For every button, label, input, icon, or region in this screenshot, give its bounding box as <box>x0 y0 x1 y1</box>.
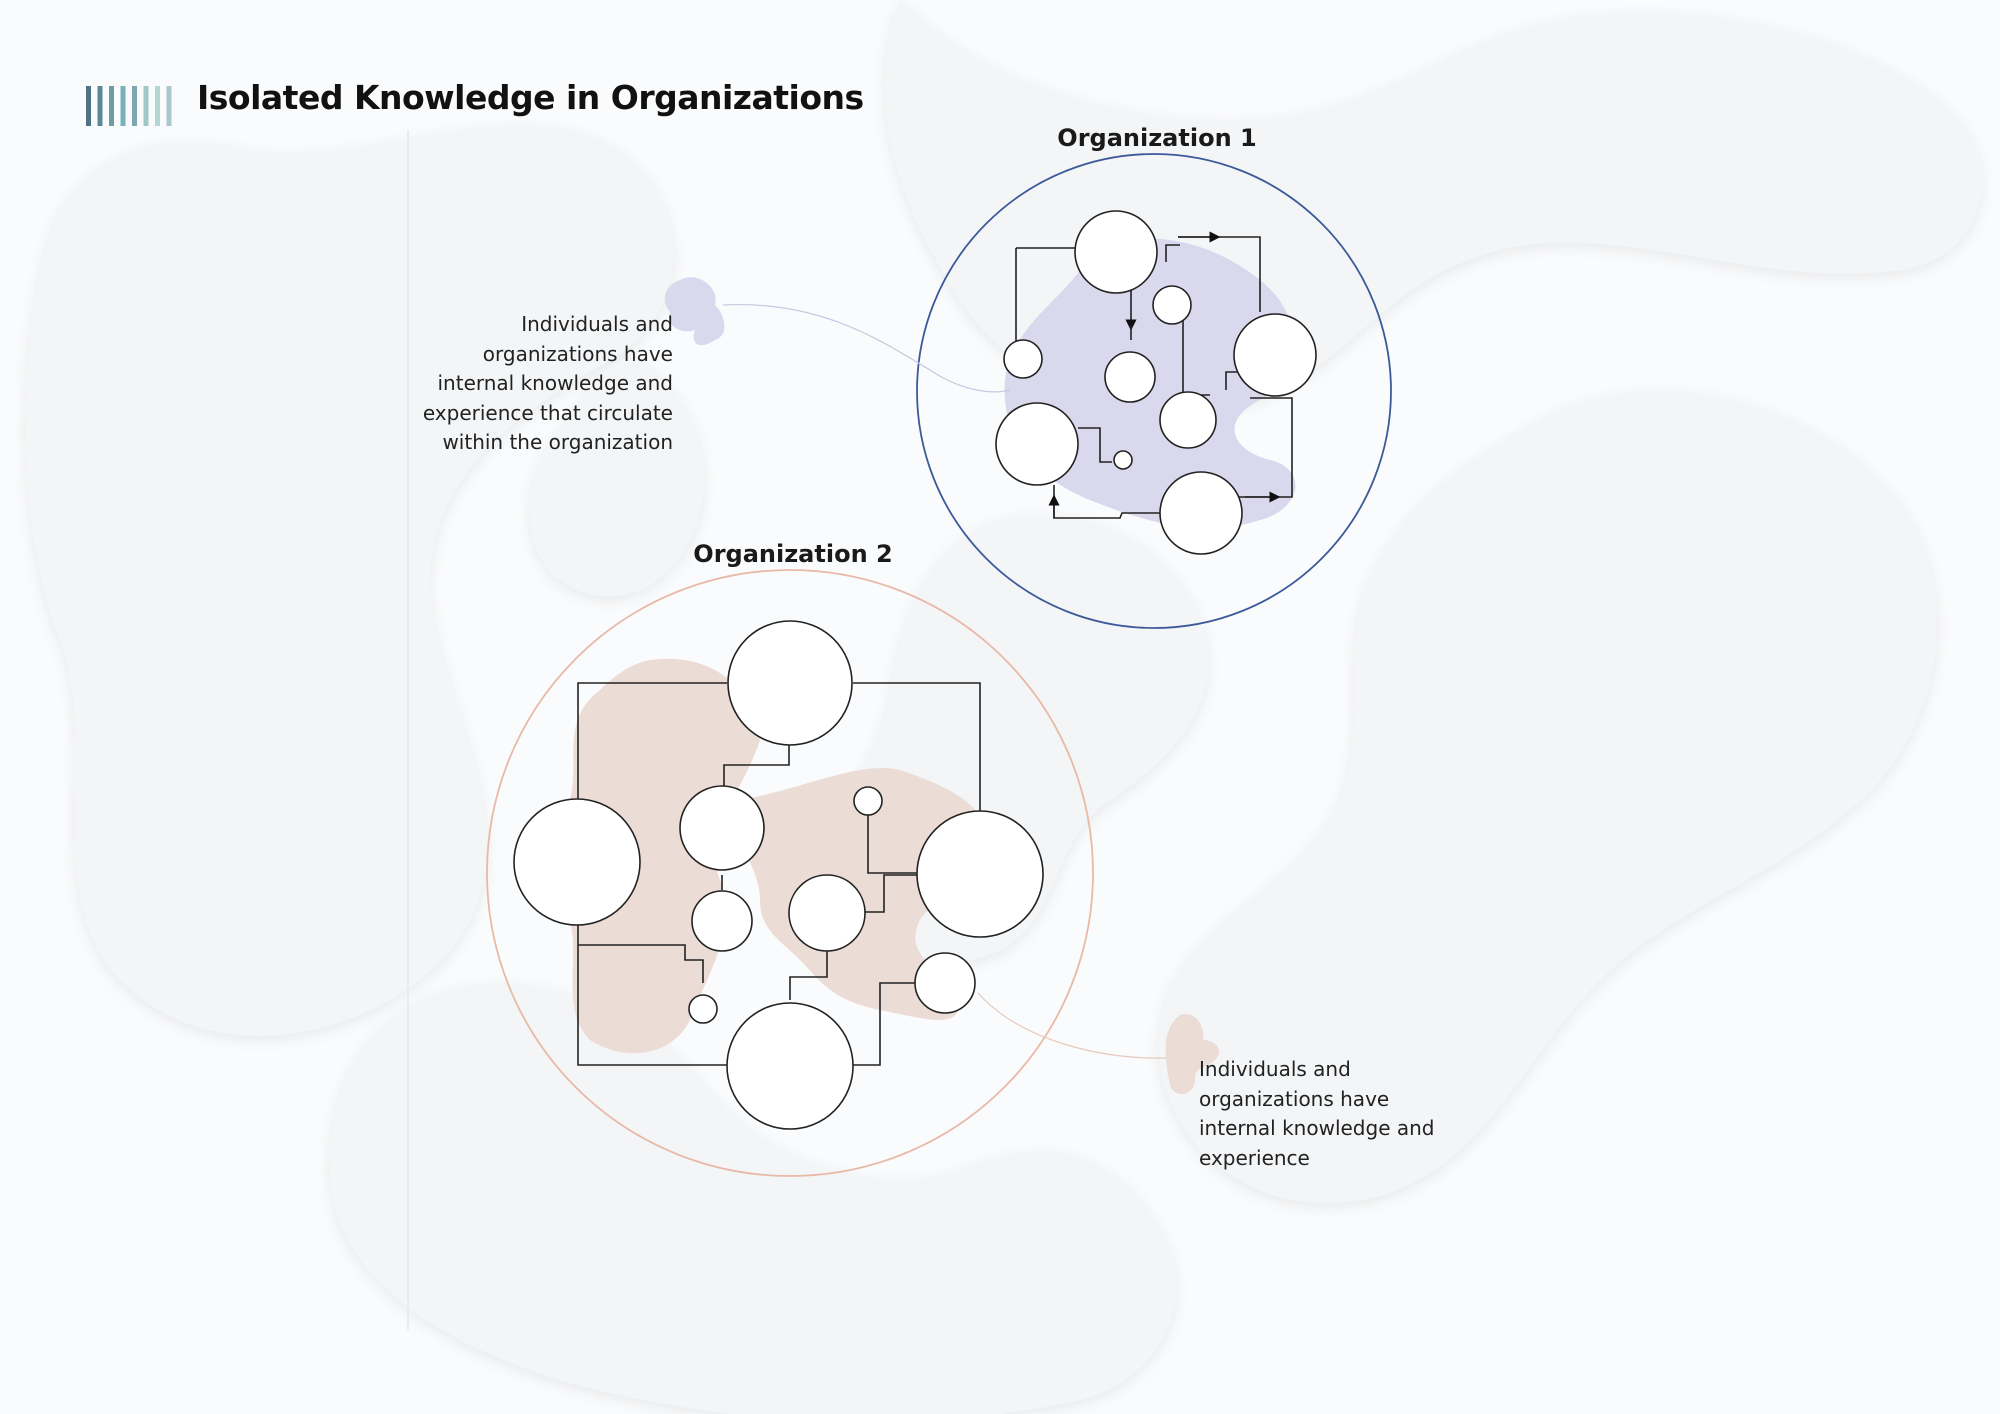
logo-bar <box>97 86 103 126</box>
org2-nodes <box>513 620 1044 1130</box>
org2-annotation-line: internal knowledge and <box>1199 1116 1435 1140</box>
org1-label: Organization 1 <box>1057 124 1257 152</box>
org1-annotation-line: Individuals and <box>521 312 673 336</box>
node-circle <box>916 810 1044 938</box>
organization-2-diagram <box>486 569 1220 1177</box>
logo-bars-icon <box>86 86 172 126</box>
node-circle <box>726 1002 854 1130</box>
logo-bar <box>86 86 91 126</box>
org1-annotation-line: experience that circulate <box>422 400 673 425</box>
organization-1-diagram <box>664 153 1392 629</box>
org2-callout-blob <box>1165 1014 1220 1095</box>
node-circle <box>853 786 883 816</box>
logo-bar <box>120 86 126 126</box>
org2-annotation-line: Individuals and <box>1199 1057 1351 1081</box>
node-circle <box>1003 339 1043 379</box>
logo-bar <box>109 86 114 126</box>
org2-annotation: Individuals and organizations have inter… <box>1199 1055 1499 1173</box>
logo-bar <box>155 86 160 126</box>
org2-label: Organization 2 <box>693 540 893 568</box>
node-circle <box>1159 471 1243 555</box>
node-circle <box>914 952 976 1014</box>
node-circle <box>688 994 718 1024</box>
org2-boundary-ring <box>486 569 1094 1177</box>
org1-annotation-line: within the organization <box>442 430 673 454</box>
node-circle <box>727 620 853 746</box>
org2-annotation-line: organizations have <box>1199 1086 1390 1111</box>
node-circle <box>1152 285 1192 325</box>
page-title: Isolated Knowledge in Organizations <box>197 78 864 117</box>
org2-knowledge-blob <box>558 658 760 1054</box>
node-circle <box>1113 450 1133 470</box>
node-circle <box>1233 313 1317 397</box>
node-circle <box>995 402 1079 486</box>
org1-annotation-line: organizations have <box>482 341 673 366</box>
org1-callout-blob <box>664 277 725 346</box>
node-circle <box>1074 210 1158 294</box>
logo-bar <box>143 86 149 126</box>
logo-bar <box>132 86 137 126</box>
node-circle <box>1159 391 1217 449</box>
org1-boundary-ring <box>916 153 1392 629</box>
background-blobs <box>26 0 1982 1414</box>
org1-annotation-line: internal knowledge and <box>437 371 674 395</box>
node-circle <box>679 785 765 871</box>
logo-bar <box>166 86 172 126</box>
org2-annotation-line: experience <box>1199 1145 1310 1170</box>
node-circle <box>691 890 753 952</box>
org1-callout-connector <box>722 303 1011 393</box>
node-circle <box>788 874 866 952</box>
node-circle <box>513 798 641 926</box>
org1-annotation: Individuals and organizations have inter… <box>380 310 673 458</box>
org2-callout-connector <box>977 992 1171 1059</box>
org1-connections <box>1015 231 1293 519</box>
node-circle <box>1104 351 1156 403</box>
org1-nodes <box>995 210 1317 555</box>
org2-knowledge-blob-right <box>734 767 990 1020</box>
